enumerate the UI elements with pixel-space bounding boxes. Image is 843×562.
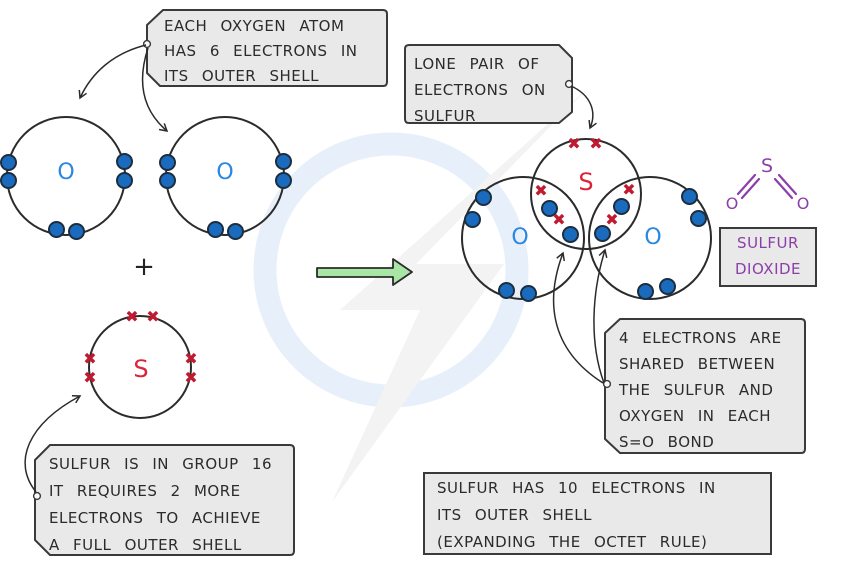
callout-line: LONE PAIR OF — [414, 55, 540, 73]
callout-line: OXYGEN IN EACH — [619, 407, 772, 425]
electron-dot — [159, 154, 176, 171]
callout-line: SULFUR HAS 10 ELECTRONS IN — [437, 479, 716, 497]
electron-cross: ✖ — [146, 307, 160, 326]
electron-dot — [116, 172, 133, 189]
electron-dot — [464, 211, 481, 228]
callout-lone-pair-tag — [404, 44, 573, 124]
electron-dot — [520, 285, 537, 302]
electron-cross: ✖ — [605, 210, 619, 229]
electron-cross: ✖ — [534, 181, 548, 200]
callout-line: ITS OUTER SHELL — [437, 506, 592, 524]
callout-line: EACH OXYGEN ATOM — [164, 17, 345, 35]
oxygen-atom-1-symbol: O — [57, 160, 75, 185]
electron-cross: ✖ — [567, 134, 581, 153]
reaction-arrow — [316, 258, 413, 286]
formula-oxygen-right-symbol: O — [796, 194, 810, 213]
octet-note-box — [423, 472, 772, 555]
electron-dot — [0, 172, 17, 189]
plus-sign: + — [133, 252, 155, 282]
electron-dot — [541, 200, 558, 217]
callout-sulfur-group-tag — [34, 444, 295, 556]
callout-sulfur-group-hole — [32, 491, 42, 501]
callout-oxygen-tag — [146, 9, 388, 87]
molecule-oxygen-left-symbol: O — [511, 225, 529, 250]
electron-cross: ✖ — [184, 368, 198, 387]
callout-line: SHARED BETWEEN — [619, 355, 776, 373]
electron-dot — [637, 283, 654, 300]
callout-line: S=O BOND — [619, 433, 715, 451]
molecule-sulfur-symbol: S — [578, 168, 594, 196]
electron-dot — [690, 210, 707, 227]
callout-line: IT REQUIRES 2 MORE — [49, 482, 241, 500]
product-name-line: DIOXIDE — [734, 260, 802, 278]
callout-line: 4 ELECTRONS ARE — [619, 329, 782, 347]
molecule-oxygen-right-symbol: O — [644, 225, 662, 250]
product-name-line: SULFUR — [737, 234, 799, 252]
electron-dot — [275, 153, 292, 170]
callout-line: ITS OUTER SHELL — [164, 67, 319, 85]
electron-dot — [207, 221, 224, 238]
electron-dot — [681, 188, 698, 205]
callout-line: SULFUR — [414, 107, 476, 125]
callout-shared-tag — [604, 318, 806, 454]
arrow-to-lone-pair — [570, 85, 597, 130]
electron-dot — [68, 223, 85, 240]
callout-shared-hole — [602, 379, 612, 389]
callout-line: SULFUR IS IN GROUP 16 — [49, 455, 273, 473]
callout-oxygen-text: EACH OXYGEN ATOM HAS 6 ELECTRONS IN ITS … — [164, 14, 357, 89]
sulfur-atom-symbol: S — [133, 355, 149, 383]
molecule-oxygen-right-shell — [588, 176, 712, 300]
callout-line: THE SULFUR AND — [619, 381, 774, 399]
formula-sulfur-symbol: S — [760, 155, 774, 177]
electron-dot — [659, 278, 676, 295]
callout-line: HAS 6 ELECTRONS IN — [164, 42, 358, 60]
bond-left-line-1 — [740, 177, 761, 200]
electron-dot — [227, 223, 244, 240]
electron-dot — [498, 282, 515, 299]
callout-oxygen-hole — [142, 39, 152, 49]
oxygen-atom-2-symbol: O — [216, 160, 234, 185]
electron-dot — [275, 172, 292, 189]
electron-cross: ✖ — [83, 349, 97, 368]
watermark-bolt-icon — [332, 88, 588, 502]
electron-dot — [594, 225, 611, 242]
callout-shared-text: 4 ELECTRONS ARE SHARED BETWEEN THE SULFU… — [619, 325, 782, 455]
electron-cross: ✖ — [589, 134, 603, 153]
electron-dot — [475, 189, 492, 206]
electron-cross: ✖ — [184, 349, 198, 368]
arrow-to-oxygen-1 — [78, 44, 147, 100]
electron-cross: ✖ — [622, 180, 636, 199]
callout-line: (EXPANDING THE OCTET RULE) — [437, 533, 708, 551]
arrow-to-oxygen-2 — [141, 47, 169, 132]
product-name-box — [719, 227, 817, 287]
electron-dot — [562, 226, 579, 243]
electron-cross: ✖ — [125, 307, 139, 326]
bond-right-line-1 — [773, 177, 794, 200]
callout-line: ELECTRONS TO ACHIEVE — [49, 509, 261, 527]
electron-cross: ✖ — [83, 368, 97, 387]
callout-sulfur-group-text: SULFUR IS IN GROUP 16 IT REQUIRES 2 MORE… — [49, 451, 272, 559]
electron-dot — [0, 154, 17, 171]
callout-line: ELECTRONS ON — [414, 81, 546, 99]
callout-line: A FULL OUTER SHELL — [49, 536, 242, 554]
formula-oxygen-left-symbol: O — [725, 194, 739, 213]
product-name-text: SULFUR DIOXIDE — [719, 230, 817, 282]
callout-lone-pair-text: LONE PAIR OF ELECTRONS ON SULFUR — [414, 51, 546, 129]
bond-left-line-2 — [736, 173, 757, 196]
sulfur-atom-shell — [88, 315, 192, 419]
electron-dot — [159, 172, 176, 189]
octet-note-text: SULFUR HAS 10 ELECTRONS IN ITS OUTER SHE… — [437, 475, 716, 556]
callout-lone-pair-hole — [564, 79, 574, 89]
bond-right-line-2 — [777, 173, 798, 196]
electron-dot — [48, 221, 65, 238]
electron-dot — [613, 198, 630, 215]
electron-dot — [116, 153, 133, 170]
electron-cross: ✖ — [552, 210, 566, 229]
arrow-to-sulfur-atom — [24, 395, 82, 493]
